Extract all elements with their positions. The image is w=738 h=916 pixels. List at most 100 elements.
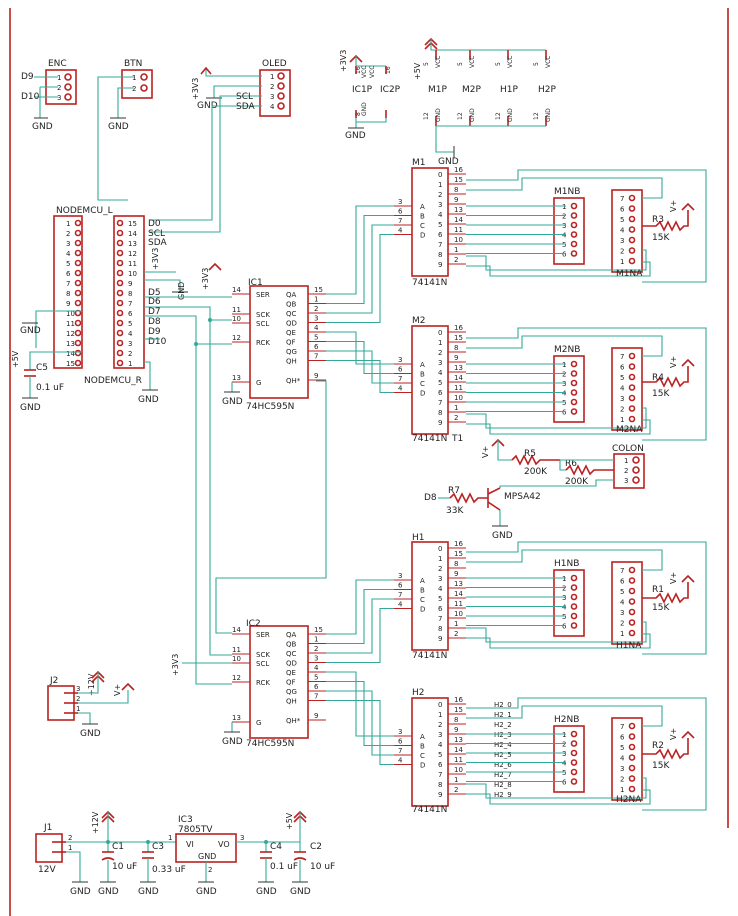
m2-vplus: V+ (669, 356, 678, 368)
row-5v: +5V (413, 62, 422, 80)
ic2-lpin-num-10: 10 (232, 655, 241, 663)
ic1-lpin-num-10: 10 (232, 315, 241, 323)
r4-ref: R4 (652, 373, 664, 383)
r3-value: 15K (652, 233, 670, 243)
ic1-rpin-label-QB: QB (286, 301, 297, 309)
nodemcu-l-pin-5: 5 (66, 260, 70, 268)
h1-nb-body (553, 569, 585, 637)
ic1p-pin8: 8 (355, 112, 362, 116)
drv-h2-lpin-num-6: 6 (398, 738, 403, 746)
drv-m2-rpin-num-8: 8 (454, 344, 458, 352)
drv-h2-rpin-label-5: 5 (438, 751, 442, 759)
oled-label: OLED (262, 59, 287, 69)
ic3-pin3: 3 (240, 834, 244, 842)
nodemcu-l-pad-4 (74, 249, 82, 257)
nodemcu-l-gnd: GND (20, 326, 41, 336)
drv-h2-rpin-label-9: 9 (438, 791, 442, 799)
power-gnd-num-H2P: 12 (533, 112, 540, 120)
ic1-rpin-num-7: 7 (314, 353, 318, 361)
h1-nb-pad-1 (570, 574, 578, 582)
ic1-rpin-num-15: 15 (314, 286, 323, 294)
c5-5v: +5V (11, 350, 20, 368)
drv-h2-lpin-label-C: C (420, 752, 425, 760)
m2-nb-pin-6: 6 (562, 409, 567, 417)
ic1-rpin-num-3: 3 (314, 315, 318, 323)
r2-ref: R2 (652, 741, 664, 751)
nodemcu-r-label: NODEMCU_R (84, 376, 142, 386)
nodemcu-r-pad-2 (116, 349, 124, 357)
power-label-H1P: H1P (500, 85, 518, 95)
ic3-pin2: 2 (208, 866, 212, 874)
h1-na-pad-3 (628, 608, 636, 616)
m1-na-pin-7: 7 (620, 195, 624, 203)
ic2-lpin-label-RCK: RCK (256, 679, 270, 687)
drv-h1-rpin-num-10: 10 (454, 610, 463, 618)
nodemcu-l-pad-1 (74, 219, 82, 227)
c1-value: 10 uF (112, 862, 137, 872)
drv-m2-rpin-num-13: 13 (454, 364, 463, 372)
drv-m2-body (411, 325, 449, 435)
ic2-rpin-label-QB: QB (286, 641, 297, 649)
nodemcu-l-pin-1: 1 (66, 220, 70, 228)
nodemcu-l-pad-5 (74, 259, 82, 267)
h1-ref: H1 (412, 533, 425, 543)
nodemcu-l-pad-8 (74, 289, 82, 297)
ic2-rpin-label-QA: QA (286, 631, 297, 639)
nodemcu-r-pin-8: 8 (128, 290, 132, 298)
btn-gnd: GND (108, 122, 129, 132)
h1-vplus: V+ (669, 572, 678, 584)
h1nb-label: H1NB (554, 559, 579, 569)
nodemcu-r-pad-11 (116, 259, 124, 267)
nodemcu-r-pad-14 (116, 229, 124, 237)
m2-nb-pad-3 (570, 379, 578, 387)
drv-h2-rpin-label-3: 3 (438, 731, 442, 739)
m2-na-pad-6 (628, 363, 636, 370)
nodemcu-l-pad-15 (74, 359, 82, 367)
ic3-pin1: 1 (168, 834, 172, 842)
m2-nb-pad-5 (570, 398, 578, 406)
m2-na-pad-4 (628, 384, 636, 391)
psu-gnd-6: GND (290, 887, 311, 897)
colon-vplus: V+ (481, 446, 490, 458)
oled-sda: SDA (236, 102, 255, 112)
nodemcu-l-pin-3: 3 (66, 240, 70, 248)
psu-gnd-5: GND (256, 887, 277, 897)
h2-vplus-arrow (681, 730, 695, 739)
ic1-3v3: +3V3 (201, 268, 210, 290)
drv-h1-rpin-label-5: 5 (438, 595, 442, 603)
ic2-rpin-num-9: 9 (314, 712, 318, 720)
drv-m1-rpin-label-1: 1 (438, 181, 442, 189)
h2-na-pin-4: 4 (620, 755, 625, 763)
colon-pin-2: 2 (624, 467, 628, 475)
drv-h1-lpin-num-6: 6 (398, 582, 403, 590)
ic2-lpin-label-SCK: SCK (256, 651, 270, 659)
drv-m2-rpin-label-5: 5 (438, 379, 442, 387)
drv-h2-rpin-label-1: 1 (438, 711, 442, 719)
ic3-vo: VO (218, 840, 230, 849)
r7-value: 33K (446, 506, 464, 516)
h2-na-pad-4 (628, 754, 636, 761)
drv-h2-rpin-num-9: 9 (454, 726, 458, 734)
drv-h2-rpin-label-6: 6 (438, 761, 443, 769)
power-label-H2P: H2P (538, 85, 556, 95)
m2-nb-body (553, 355, 585, 423)
net-d9: D9 (148, 327, 161, 337)
enc-pin-2: 2 (57, 84, 61, 92)
shift-register-ic1: 14SER11SCK10SCL12RCK13G15QA1QB2QC3QD4QE5… (222, 285, 326, 407)
m1-nb-pad-4 (570, 231, 578, 238)
drv-h2-rpin-num-15: 15 (454, 706, 463, 714)
icp-gnd: GND (345, 131, 366, 141)
enc-pin-3: 3 (57, 94, 61, 102)
h2-na-pad-6 (628, 733, 636, 740)
m1-nb-pin-2: 2 (562, 213, 566, 221)
h2-vplus: V+ (669, 728, 678, 740)
c3-value: 0.33 uF (152, 865, 186, 875)
h2-na-pin-7: 7 (620, 723, 624, 731)
ic2p-vcc: VCC (369, 66, 376, 78)
ic2-rpin-num-7: 7 (314, 693, 318, 701)
ic1-rpin-num-5: 5 (314, 334, 318, 342)
ic1-rpin-label-QH*: QH* (286, 377, 301, 385)
m1-nb-pad-2 (570, 212, 578, 219)
drv-h1-rpin-num-2: 2 (454, 630, 458, 638)
